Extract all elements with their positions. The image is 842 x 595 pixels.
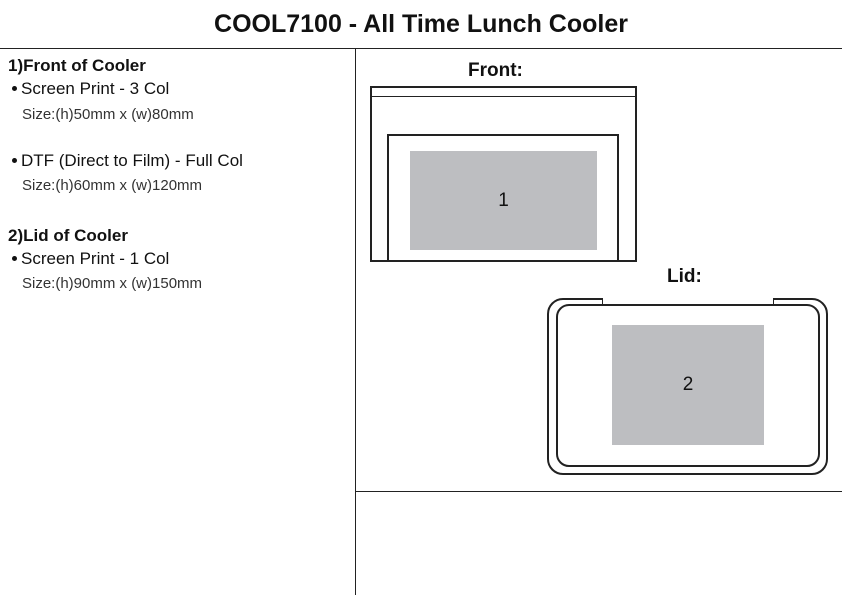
page-title: COOL7100 - All Time Lunch Cooler <box>214 10 628 38</box>
lid-inner-outline <box>556 304 820 467</box>
print-method: Screen Print - 3 Col <box>21 79 170 98</box>
front-cooler-outline <box>370 86 637 262</box>
front-panel-outline <box>387 134 619 262</box>
front-label: Front: <box>468 60 523 81</box>
print-size: Size:(h)60mm x (w)120mm <box>22 177 203 194</box>
section-heading-lid: 2)Lid of Cooler <box>8 226 128 245</box>
print-method-item: Screen Print - 1 Col <box>12 249 169 269</box>
bullet-icon <box>12 256 17 262</box>
column-divider <box>355 48 356 595</box>
print-method: Screen Print - 1 Col <box>21 249 170 268</box>
lid-handle <box>602 298 774 305</box>
bullet-icon <box>12 158 17 164</box>
print-method-item: DTF (Direct to Film) - Full Col <box>12 151 243 171</box>
print-size: Size:(h)90mm x (w)150mm <box>22 275 203 292</box>
section-heading-front: 1)Front of Cooler <box>8 56 146 75</box>
bullet-icon <box>12 86 17 92</box>
front-lid-band <box>371 96 636 97</box>
right-panel-divider <box>355 491 842 492</box>
print-area-2: 2 <box>612 325 764 445</box>
title-divider <box>0 48 842 49</box>
print-area-1: 1 <box>410 151 597 250</box>
print-method: DTF (Direct to Film) - Full Col <box>21 151 243 170</box>
lid-label: Lid: <box>667 266 702 287</box>
print-size: Size:(h)50mm x (w)80mm <box>22 106 194 123</box>
print-method-item: Screen Print - 3 Col <box>12 79 169 99</box>
